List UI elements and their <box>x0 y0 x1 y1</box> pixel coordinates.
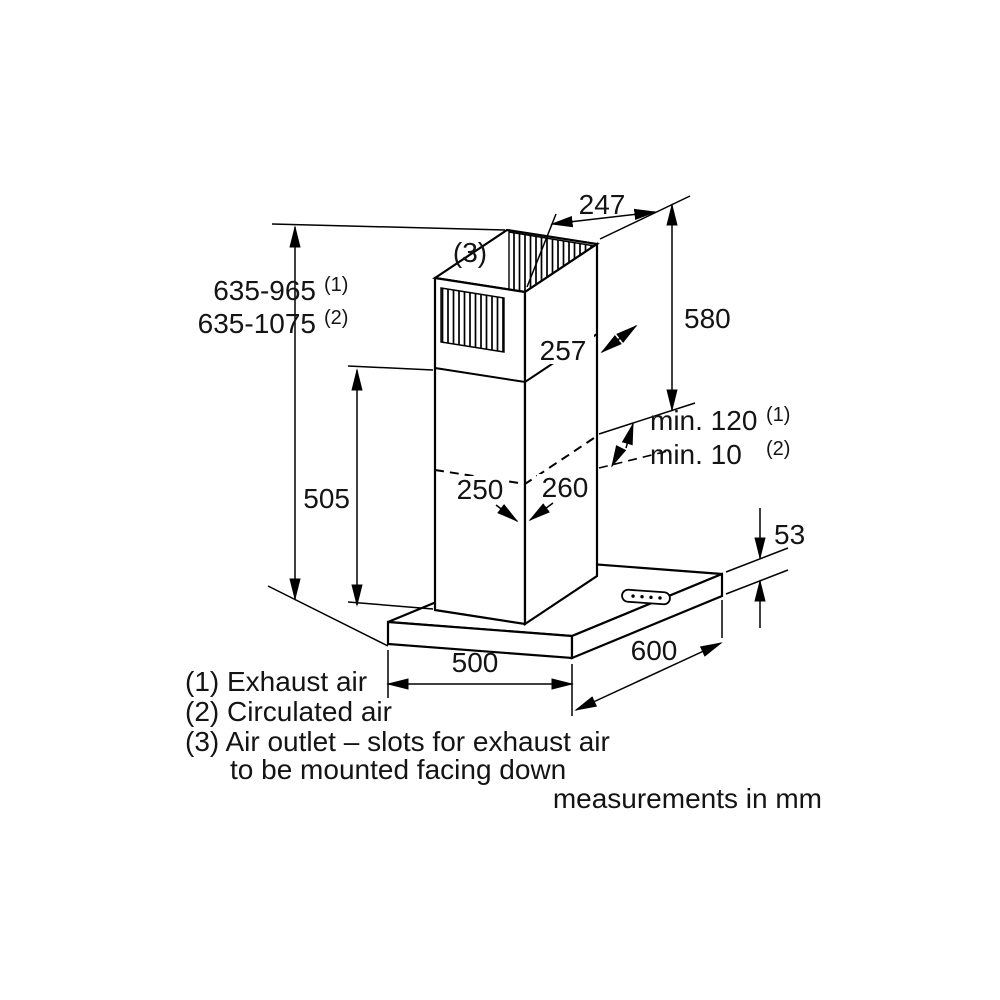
chimney-joint-dashed-line <box>434 435 598 486</box>
legend-exhaust-air: (1) Exhaust air <box>185 666 367 697</box>
hood-right-face <box>570 572 724 660</box>
label-505: 505 <box>303 483 350 514</box>
label-260-bg <box>537 474 593 502</box>
dimension-53 <box>725 508 789 628</box>
dimension-505 <box>347 365 434 610</box>
label-500: 500 <box>452 647 499 678</box>
label-257: 257 <box>540 335 587 366</box>
label-min-10: min. 10 <box>650 439 742 470</box>
label-callout-3: (3) <box>453 237 487 268</box>
dimension-580 <box>598 203 696 435</box>
label-250-bg <box>452 476 508 504</box>
dimension-labels: 247 580 635-965 (1) 635-1075 (2) (3) 257… <box>198 189 806 678</box>
label-height-range-1-sup: (1) <box>324 274 348 296</box>
air-outlet-slots-back <box>508 231 596 292</box>
legend-measurements-note: measurements in mm <box>553 783 822 814</box>
dimension-250-260 <box>495 502 554 523</box>
label-height-range-2: 635-1075 <box>198 308 316 339</box>
legend-air-outlet: (3) Air outlet – slots for exhaust air <box>185 726 610 757</box>
dimension-min-overlap <box>598 422 669 469</box>
dimension-500 <box>386 650 574 716</box>
dimension-height-range <box>267 223 506 647</box>
chimney-right-face <box>523 241 599 627</box>
control-panel <box>621 588 671 606</box>
label-260: 260 <box>542 472 589 503</box>
legend-air-outlet-cont: to be mounted facing down <box>230 754 566 785</box>
dimension-257 <box>600 324 638 354</box>
label-600: 600 <box>631 635 678 666</box>
label-min-10-sup: (2) <box>766 438 790 460</box>
chimney-duct <box>432 228 600 627</box>
label-height-range-1: 635-965 <box>213 275 316 306</box>
dimension-600 <box>574 600 723 711</box>
label-height-range-2-sup: (2) <box>324 307 348 329</box>
label-min-120-sup: (1) <box>766 404 790 426</box>
air-outlet-slots-front <box>440 287 505 353</box>
label-580: 580 <box>684 303 731 334</box>
legend-circulated-air: (2) Circulated air <box>185 696 392 727</box>
label-247: 247 <box>579 189 626 220</box>
label-min-120: min. 120 <box>650 405 757 436</box>
label-53: 53 <box>774 519 805 550</box>
label-257-bg <box>532 334 594 364</box>
legend: (1) Exhaust air (2) Circulated air (3) A… <box>185 666 822 814</box>
label-250: 250 <box>457 474 504 505</box>
dimension-lines <box>267 195 789 716</box>
